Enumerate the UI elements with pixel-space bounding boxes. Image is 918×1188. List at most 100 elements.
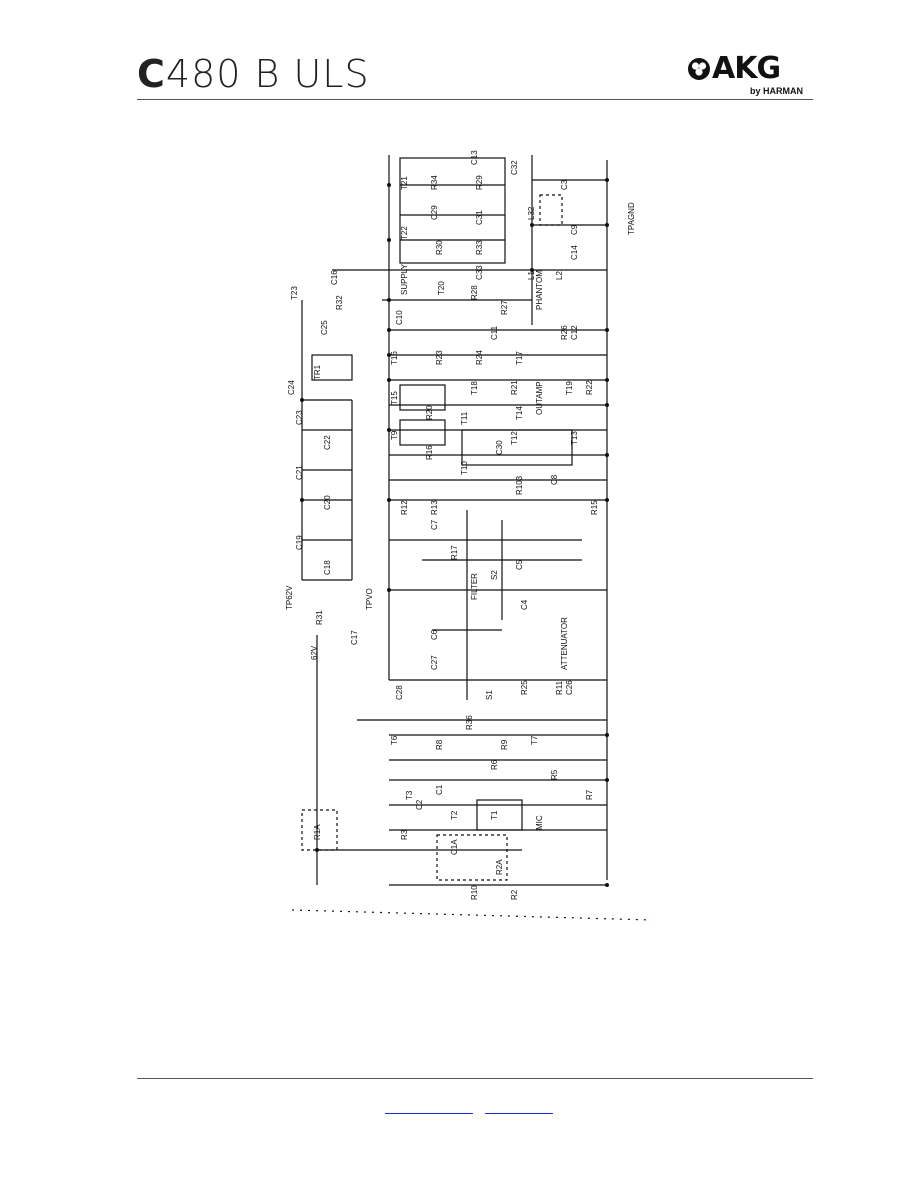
- label-r28: R28: [470, 285, 479, 300]
- footer-rule: [137, 1078, 813, 1079]
- label-c23: C23: [295, 410, 304, 425]
- label-r3: R3: [400, 829, 409, 840]
- label-r24: R24: [475, 350, 484, 365]
- label-t7: T7: [530, 735, 539, 745]
- label-tr1: TR1: [313, 364, 322, 380]
- label-l1: L1: [527, 271, 536, 280]
- label-c13: C13: [470, 150, 479, 165]
- label-supply: SUPPLY: [400, 263, 409, 295]
- label-c19: C19: [295, 535, 304, 550]
- label-c12: C12: [570, 325, 579, 340]
- label-r2: R2: [510, 889, 519, 900]
- footer-link-1[interactable]: [385, 1112, 473, 1114]
- label-r25: R25: [520, 680, 529, 695]
- label-r9: R9: [500, 739, 509, 750]
- label-r32: R32: [335, 295, 344, 310]
- label-c3: C3: [560, 179, 569, 190]
- label-tpagnd: TPAGND: [627, 202, 636, 235]
- label-c21: C21: [295, 465, 304, 480]
- label-c31: C31: [475, 210, 484, 225]
- label-c8: C8: [550, 474, 559, 485]
- label-c1a: C1A: [450, 839, 459, 855]
- label-c1: C1: [435, 784, 444, 795]
- label-c2: C2: [415, 799, 424, 810]
- label-c11: C11: [490, 325, 499, 340]
- label-r21: R21: [510, 380, 519, 395]
- label-c4: C4: [520, 599, 529, 610]
- label-c25: C25: [320, 320, 329, 335]
- label-t17: T17: [515, 351, 524, 365]
- label-c30: C30: [495, 440, 504, 455]
- title-model: 480 B ULS: [165, 52, 370, 96]
- label-c26: C26: [565, 680, 574, 695]
- label-s1: S1: [485, 690, 494, 700]
- label-phantom: PHANTOM: [535, 270, 544, 310]
- label-r11: R11: [555, 680, 564, 695]
- label-t21: T21: [400, 176, 409, 190]
- label-r22: R22: [585, 380, 594, 395]
- label-c28: C28: [395, 685, 404, 700]
- label-t15: T15: [390, 391, 399, 405]
- label-c18: C18: [323, 560, 332, 575]
- label-s2: S2: [490, 570, 499, 580]
- label-r17: R17: [450, 545, 459, 560]
- label-c22: C22: [323, 435, 332, 450]
- label-t16: T16: [390, 351, 399, 365]
- label-t18: T18: [470, 381, 479, 395]
- label-62v: 62V: [310, 645, 319, 660]
- brand-name: AKG: [712, 51, 781, 86]
- label-r103: R103: [515, 475, 524, 495]
- label-c20: C20: [323, 495, 332, 510]
- label-c7: C7: [430, 519, 439, 530]
- label-t6: T6: [390, 735, 399, 745]
- label-outamp: OUTAMP: [535, 381, 544, 415]
- label-t13: T13: [570, 431, 579, 445]
- label-c27: C27: [430, 655, 439, 670]
- label-t1: T1: [490, 810, 499, 820]
- label-filter: FILTER: [470, 573, 479, 600]
- label-tp62v: TP62V: [285, 585, 294, 610]
- label-t22: T22: [400, 226, 409, 240]
- label-r31: R31: [315, 610, 324, 625]
- label-c17: C17: [350, 630, 359, 645]
- label-t2: T2: [450, 810, 459, 820]
- label-t10: T10: [460, 461, 469, 475]
- label-r10: R10: [470, 885, 479, 900]
- label-t9: T9: [390, 430, 399, 440]
- label-r36: R36: [465, 715, 474, 730]
- footer-link-2[interactable]: [485, 1112, 553, 1114]
- title-lead: C: [137, 52, 166, 96]
- label-attenuator: ATTENUATOR: [560, 617, 569, 670]
- label-r29: R29: [475, 175, 484, 190]
- page-title: C480 B ULS: [137, 52, 370, 96]
- label-t11: T11: [460, 411, 469, 425]
- label-r26: R26: [560, 325, 569, 340]
- label-l32: L32: [527, 206, 536, 220]
- label-r15: R15: [590, 500, 599, 515]
- label-r8: R8: [435, 739, 444, 750]
- brand-subline: by HARMAN: [750, 86, 803, 96]
- label-tpvo: TPVO: [365, 588, 374, 610]
- label-c29: C29: [430, 205, 439, 220]
- header-rule: [137, 99, 813, 100]
- label-t12: T12: [510, 431, 519, 445]
- label-c14: C14: [570, 245, 579, 260]
- label-l2: L2: [555, 271, 564, 280]
- label-r1a: R1A: [313, 824, 322, 840]
- label-t14: T14: [515, 406, 524, 420]
- label-r7: R7: [585, 789, 594, 800]
- label-r34: R34: [430, 175, 439, 190]
- akg-logo: [688, 58, 710, 80]
- label-t19: T19: [565, 381, 574, 395]
- label-r2a: R2A: [495, 859, 504, 875]
- label-c10: C10: [395, 310, 404, 325]
- label-c33: C33: [475, 265, 484, 280]
- label-t20: T20: [437, 281, 446, 295]
- label-t23: T23: [290, 286, 299, 300]
- label-r20: R20: [425, 405, 434, 420]
- label-r33: R33: [475, 240, 484, 255]
- label-c6: C6: [430, 629, 439, 640]
- label-r30: R30: [435, 240, 444, 255]
- label-c32: C32: [510, 160, 519, 175]
- label-r23: R23: [435, 350, 444, 365]
